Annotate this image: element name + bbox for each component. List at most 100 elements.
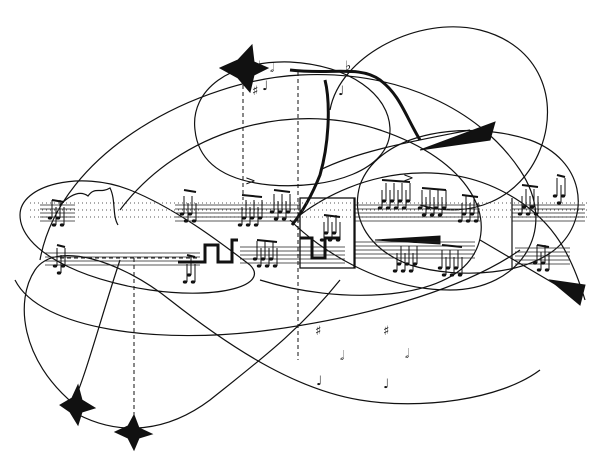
note-head bbox=[453, 266, 459, 270]
note-head bbox=[273, 217, 279, 221]
staff-fragments bbox=[40, 187, 585, 270]
note-head bbox=[552, 194, 558, 198]
note-head bbox=[393, 206, 399, 210]
note-clusters bbox=[47, 174, 566, 284]
note-head bbox=[437, 266, 443, 270]
note-beam bbox=[56, 244, 66, 248]
note-cluster bbox=[182, 254, 196, 284]
square-wave-left bbox=[178, 238, 238, 264]
note-top-sharp: ♯ bbox=[252, 84, 258, 99]
note-head bbox=[381, 199, 387, 203]
note-beam bbox=[441, 244, 463, 248]
staff-left-lower bbox=[45, 252, 200, 266]
note-head bbox=[449, 273, 455, 277]
top-oval bbox=[194, 61, 391, 187]
staff-right-lower bbox=[355, 241, 475, 259]
star-node-bottom bbox=[113, 413, 154, 452]
left-oval bbox=[19, 180, 256, 294]
note-head bbox=[469, 212, 475, 216]
note-beam bbox=[536, 244, 550, 248]
note-cluster bbox=[437, 244, 463, 277]
note-cluster bbox=[417, 187, 447, 217]
note-head bbox=[256, 264, 262, 268]
note-head bbox=[544, 268, 550, 272]
right-oval bbox=[356, 129, 579, 274]
note-head bbox=[532, 261, 538, 265]
note-top-half: 𝅗𝅥 bbox=[270, 61, 274, 76]
note-head bbox=[252, 257, 258, 261]
note-beam bbox=[186, 254, 196, 258]
note-head bbox=[445, 266, 451, 270]
thin-wedge-line bbox=[319, 129, 471, 171]
note-head bbox=[392, 269, 398, 273]
note-head bbox=[257, 216, 263, 220]
note-head bbox=[556, 201, 562, 205]
note-head bbox=[55, 216, 61, 220]
note-head bbox=[421, 213, 427, 217]
note-head bbox=[331, 231, 337, 235]
note-head bbox=[401, 206, 407, 210]
note-head bbox=[425, 206, 431, 210]
lower-swoop bbox=[14, 249, 521, 337]
note-head bbox=[249, 216, 255, 220]
note-head bbox=[517, 212, 523, 216]
note-beam bbox=[421, 187, 447, 191]
note-right-flat: ♭ bbox=[345, 59, 351, 74]
staff-center-lower bbox=[240, 246, 345, 264]
note-cluster bbox=[532, 244, 550, 272]
note-beam bbox=[381, 179, 411, 183]
note-low-sharp-1: ♯ bbox=[315, 324, 321, 339]
note-head bbox=[521, 205, 527, 209]
note-head bbox=[429, 213, 435, 217]
note-head bbox=[441, 273, 447, 277]
note-beam bbox=[521, 184, 539, 188]
note-cluster bbox=[319, 214, 341, 242]
note-head bbox=[260, 257, 266, 261]
note-head bbox=[408, 269, 414, 273]
note-head bbox=[433, 206, 439, 210]
wedge-right bbox=[419, 121, 496, 151]
note-beam bbox=[273, 189, 291, 193]
note-low-quarter-2: ♩ bbox=[383, 377, 389, 392]
accent-mark-1: > bbox=[245, 174, 256, 189]
note-head bbox=[277, 210, 283, 214]
note-cluster bbox=[377, 179, 411, 210]
note-low-half-2: 𝅗𝅥 bbox=[405, 347, 409, 362]
wedge-left bbox=[374, 235, 441, 245]
note-head bbox=[540, 261, 546, 265]
square-wave-center bbox=[300, 236, 340, 260]
note-head bbox=[183, 219, 189, 223]
note-head bbox=[264, 264, 270, 268]
note-head bbox=[186, 273, 192, 277]
note-cluster bbox=[179, 189, 197, 223]
accent-mark-2: > bbox=[403, 171, 414, 186]
note-head bbox=[59, 223, 65, 227]
star-node-top bbox=[218, 43, 270, 94]
note-head bbox=[51, 223, 57, 227]
note-cluster bbox=[517, 184, 539, 216]
note-head bbox=[529, 205, 535, 209]
note-head bbox=[412, 262, 418, 266]
note-head bbox=[400, 269, 406, 273]
note-head bbox=[241, 216, 247, 220]
note-head bbox=[179, 212, 185, 216]
staff-far-right bbox=[512, 204, 585, 265]
note-head bbox=[190, 280, 196, 284]
note-head bbox=[560, 194, 566, 198]
note-head bbox=[52, 264, 58, 268]
guides bbox=[30, 72, 590, 432]
note-head bbox=[187, 212, 193, 216]
note-head bbox=[191, 219, 197, 223]
outer-loop-left bbox=[23, 255, 541, 406]
jagged-line bbox=[59, 187, 119, 226]
note-head bbox=[441, 206, 447, 210]
note-head bbox=[536, 268, 542, 272]
right-swoop bbox=[299, 172, 586, 301]
note-head bbox=[253, 223, 259, 227]
note-cluster bbox=[252, 239, 278, 268]
note-head bbox=[319, 238, 325, 242]
note-top-quarter: ♩ bbox=[262, 79, 268, 94]
note-head bbox=[268, 257, 274, 261]
note-head bbox=[327, 238, 333, 242]
